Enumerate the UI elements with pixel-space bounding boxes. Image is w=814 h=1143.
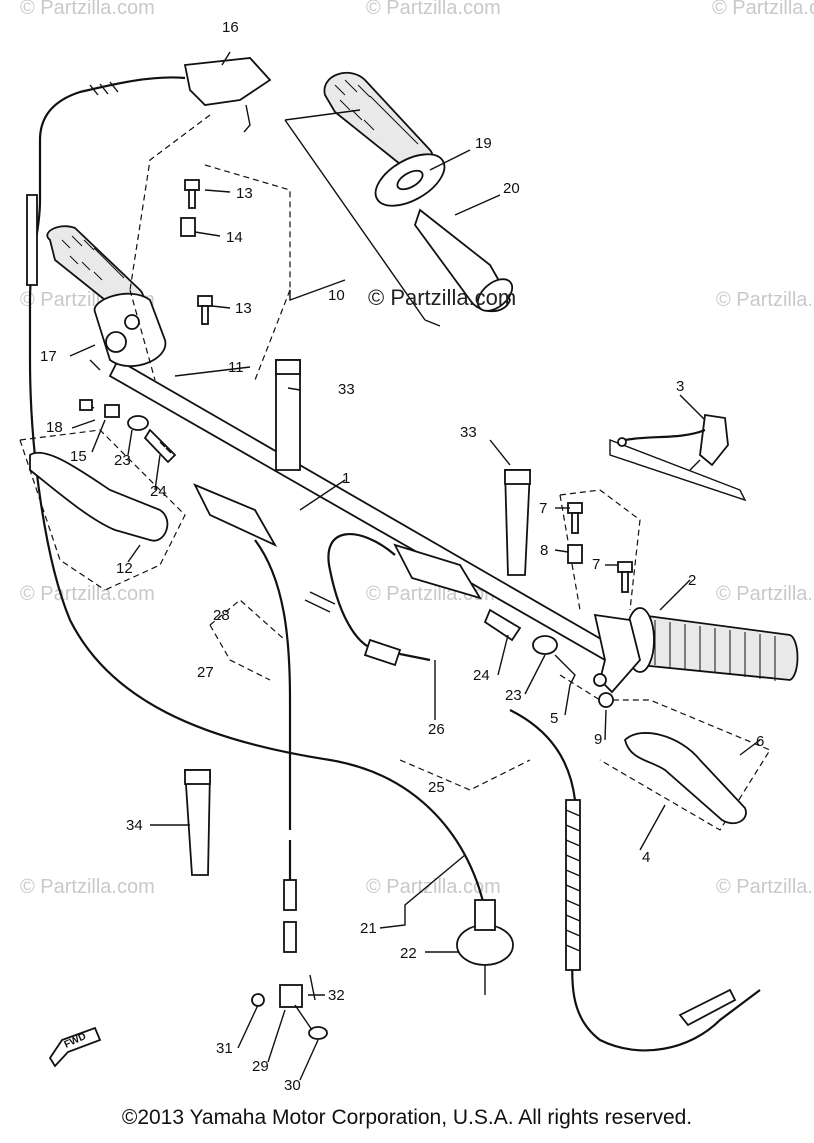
callout-22: 22 [400,945,417,962]
callout-20: 20 [503,180,520,197]
strap-33-b [504,469,531,576]
watermark: © Partzilla.com [716,289,814,311]
watermark: © Partzilla.com [20,876,155,898]
bolts-7-8 [567,502,633,593]
nut-9 [598,692,614,708]
callout-16: 16 [222,19,239,36]
watermark-grid: © Partzilla.com © Partzilla.com © Partzi… [20,0,814,898]
cable-housing-26 [304,533,482,667]
right-switch [609,413,747,502]
callout-15: 15 [70,448,87,465]
callout-3: 3 [676,378,684,395]
lever-6 [624,732,747,825]
callout-24b: 24 [473,667,490,684]
callout-32: 32 [328,987,345,1004]
callout-23b: 23 [505,687,522,704]
strap-34 [184,769,211,876]
callout-26: 26 [428,721,445,738]
callout-14: 14 [226,229,243,246]
callout-10: 10 [328,287,345,304]
cable-25 [509,709,761,1052]
callout-30: 30 [284,1077,301,1094]
callout-27: 27 [197,664,214,681]
callout-9: 9 [594,731,602,748]
throttle-grip [284,71,514,327]
callout-5: 5 [550,710,558,727]
callout-24a: 24 [150,483,167,500]
callout-25: 25 [428,779,445,796]
fitting-29 [251,974,328,1040]
callout-2: 2 [688,572,696,589]
copyright-notice: ©2013 Yamaha Motor Corporation, U.S.A. A… [121,1106,693,1129]
watermark-main: © Partzilla.com [368,285,516,310]
left-grip [46,225,167,367]
left-cable [26,140,487,911]
callout-34: 34 [126,817,143,834]
callout-17: 17 [40,348,57,365]
watermark: © Partzilla.com [366,0,501,19]
watermark: © Partzilla.com [716,583,814,605]
callout-1: 1 [342,470,350,487]
callout-7b: 7 [592,556,600,573]
adjuster-left [127,415,177,464]
callout-19: 19 [475,135,492,152]
bolts-13-14 [79,179,213,418]
callout-13a: 13 [236,185,253,202]
callout-4: 4 [642,849,650,866]
callout-6: 6 [756,733,764,750]
watermark: © Partzilla.com [716,876,814,898]
callout-8: 8 [540,542,548,559]
watermark: © Partzilla.com [20,0,155,19]
callout-13b: 13 [235,300,252,317]
throttle-housing [38,57,272,141]
callout-12: 12 [116,560,133,577]
callout-31: 31 [216,1040,233,1057]
callout-23a: 23 [114,452,131,469]
cable-housing-28 [193,483,297,953]
watermark: © Partzilla.com [20,583,155,605]
right-grip [593,607,799,708]
callout-11: 11 [228,359,244,376]
lever-12 [29,451,169,542]
group-brackets [19,114,771,831]
callout-33b: 33 [460,424,477,441]
fwd-arrow: FWD [48,1026,102,1068]
callout-33a: 33 [338,381,355,398]
leader-lines [69,51,761,1081]
cover-22 [456,899,514,995]
callout-21: 21 [360,920,377,937]
callouts: 16 19 20 13 14 13 10 11 17 18 15 23 24 1… [40,19,764,1094]
callout-7a: 7 [539,500,547,517]
watermark: © Partzilla.com [712,0,814,19]
callout-29: 29 [252,1058,269,1075]
strap-33-a [275,359,301,471]
callout-28: 28 [213,607,230,624]
watermark: © Partzilla.com [366,876,501,898]
callout-18: 18 [46,419,63,436]
adjuster-right [483,608,576,686]
